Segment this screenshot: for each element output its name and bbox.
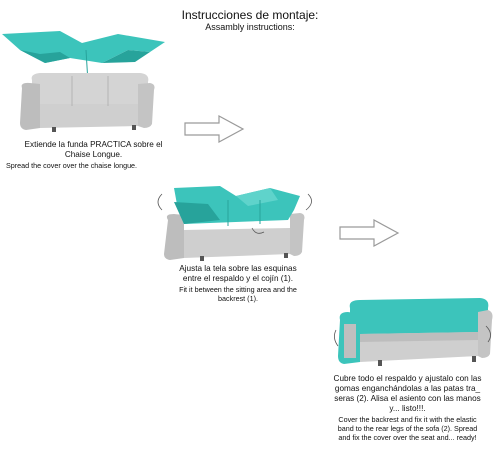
step3-es-line3: seras (2). Alisa el asiento con las mano… (334, 394, 481, 403)
step1-es-line2: Chaise Longue. (64, 150, 123, 159)
step1-en-line1: Spread the cover over the chaise longue. (6, 161, 138, 170)
arrow-right-icon (184, 114, 245, 144)
arrow-right-icon (339, 218, 400, 248)
step3-sofa (338, 298, 493, 366)
step3-es-line4: y... listo!!!. (389, 404, 426, 413)
step2-en-line1: Fit it between the sitting area and the (179, 285, 297, 294)
step2-sofa (164, 213, 305, 260)
step2-es-line1: Ajusta la tela sobre las esquinas (179, 264, 297, 273)
step2-illustration (157, 186, 312, 261)
step2-caption: Ajusta la tela sobre las esquinas entre … (148, 264, 328, 303)
title-spanish: Instrucciones de montaje: (181, 8, 319, 22)
step1-illustration (2, 31, 165, 132)
step1-cover (2, 31, 165, 84)
instructions-title: Instrucciones de montaje: Assambly instr… (0, 8, 500, 33)
title-english: Assambly instructions: (205, 22, 295, 32)
step1-es-line1: Extiende la funda PRACTICA sobre el (24, 140, 163, 149)
step2-en-line2: backrest (1). (218, 294, 258, 303)
step2-cover (174, 186, 300, 226)
step3-en-line3: and fix the cover over the seat and... r… (338, 433, 477, 442)
step3-es-line2: gomas enganchándolas a las patas tra_ (334, 384, 481, 393)
step2-es-line2: entre el respaldo y el cojín (1). (182, 274, 294, 283)
step1-caption: Extiende la funda PRACTICA sobre el Chai… (6, 140, 181, 170)
step3-caption: Cubre todo el respaldo y ajustalo con la… (315, 374, 500, 442)
step3-en-line2: band to the rear legs of the sofa (2). S… (337, 424, 478, 433)
step3-en-line1: Cover the backrest and fix it with the e… (338, 415, 477, 424)
step1-sofa (20, 73, 155, 132)
step3-illustration (334, 298, 493, 366)
step3-es-line1: Cubre todo el respaldo y ajustalo con la… (333, 374, 482, 383)
